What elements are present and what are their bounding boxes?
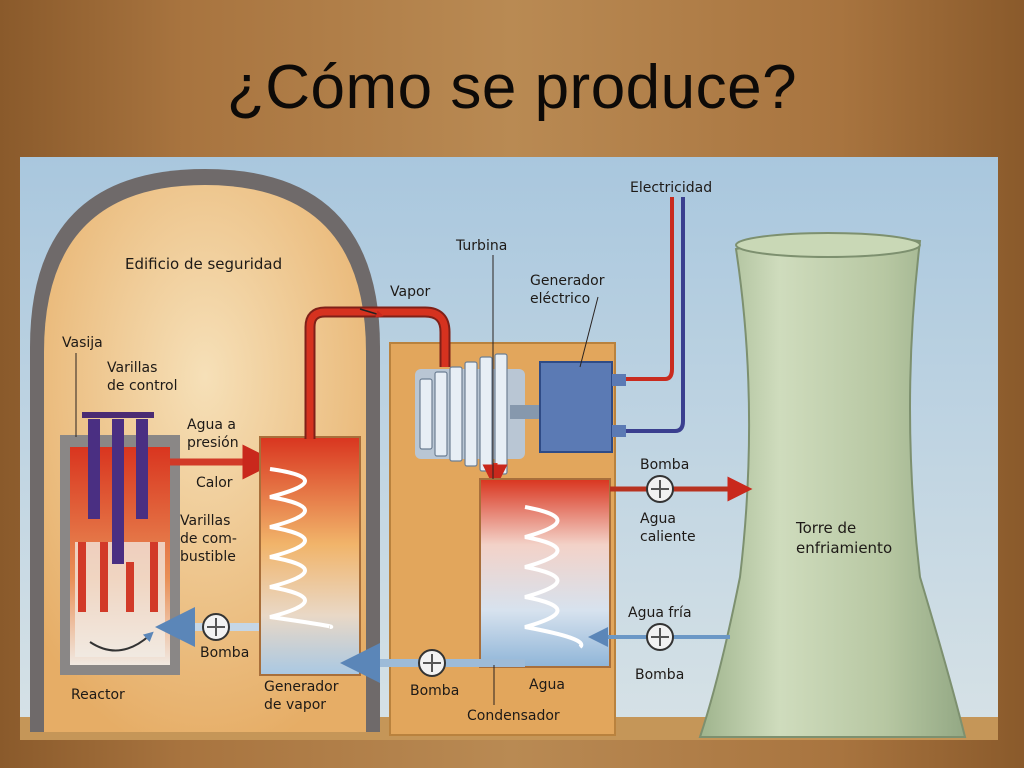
steam-flow-arrow (359, 308, 384, 318)
label-bomba-hot: Bomba (640, 457, 689, 473)
control-rod-bar (82, 412, 154, 418)
label-varillas-comb-3: bustible (180, 549, 236, 565)
slide-title: ¿Cómo se produce? (226, 53, 798, 122)
label-varillas-control-2: de control (107, 378, 177, 394)
fuel-rod (150, 542, 158, 612)
label-agua-caliente-2: caliente (640, 529, 696, 545)
electricity-wire-blue (626, 197, 685, 433)
label-electricidad: Electricidad (630, 180, 712, 196)
label-varillas-comb-2: de com- (180, 531, 237, 547)
label-turbina: Turbina (455, 238, 507, 254)
control-rod (136, 419, 148, 519)
diagram-canvas: Electricidad Turbina Edificio de segurid… (20, 157, 998, 740)
label-edificio: Edificio de seguridad (125, 255, 282, 273)
turbine (415, 353, 542, 475)
fuel-rod (126, 562, 134, 612)
label-generador-vapor-2: de vapor (264, 697, 326, 713)
label-agua-caliente-1: Agua (640, 511, 676, 527)
label-torre-1: Torre de (795, 519, 856, 537)
label-vasija: Vasija (62, 335, 103, 351)
label-bomba-primary: Bomba (200, 645, 249, 661)
nuclear-plant-diagram: Electricidad Turbina Edificio de segurid… (20, 157, 998, 740)
label-agua-presion-1: Agua a (187, 417, 236, 433)
control-rod (88, 419, 100, 519)
electricity-wire-red (626, 197, 674, 381)
steam-pipe (306, 308, 449, 439)
generator-terminal (612, 374, 626, 386)
label-agua: Agua (529, 677, 565, 693)
label-reactor: Reactor (71, 687, 125, 703)
fuel-rod (100, 542, 108, 612)
control-rod (112, 419, 124, 564)
label-calor: Calor (196, 475, 233, 491)
circulation-arrow (89, 631, 154, 652)
label-varillas-comb-1: Varillas (180, 513, 230, 529)
label-agua-presion-2: presión (187, 435, 239, 451)
generator-terminal (612, 425, 626, 437)
label-bomba-cold: Bomba (635, 667, 684, 683)
label-torre-2: enfriamiento (796, 539, 892, 557)
label-vapor: Vapor (390, 284, 431, 300)
label-bomba-condensate: Bomba (410, 683, 459, 699)
cooling-tower-rim (735, 232, 921, 258)
label-generador-electrico-2: eléctrico (530, 291, 590, 307)
fuel-rod (78, 542, 86, 612)
electric-generator (539, 361, 613, 453)
condenser-coil (524, 505, 584, 649)
pump-primary (202, 613, 230, 641)
label-varillas-control-1: Varillas (107, 360, 157, 376)
label-agua-fria: Agua fría (628, 605, 692, 621)
steam-generator-coil (269, 467, 334, 629)
label-generador-vapor-1: Generador (264, 679, 339, 695)
pump-hot-water (646, 475, 674, 503)
label-condensador: Condensador (467, 708, 560, 724)
pump-condensate (418, 649, 446, 677)
label-generador-electrico-1: Generador (530, 273, 605, 289)
pump-cold-water (646, 623, 674, 651)
